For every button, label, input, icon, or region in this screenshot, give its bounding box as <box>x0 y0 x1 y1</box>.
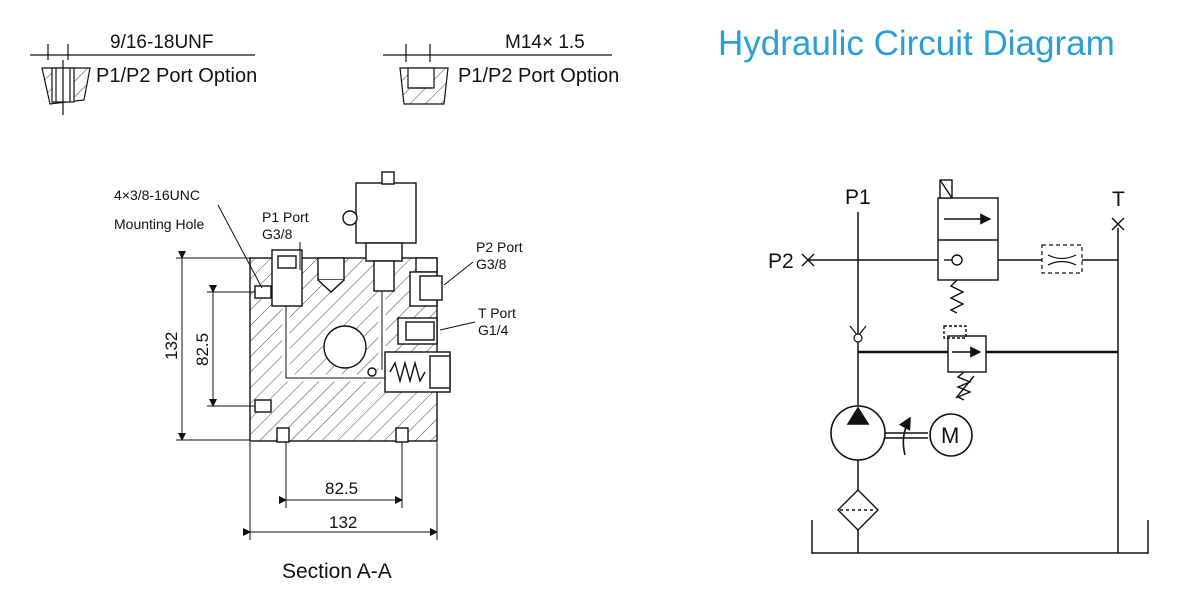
solenoid-coil <box>342 171 417 292</box>
dim-width-inner: 82.5 <box>325 479 358 498</box>
dimension-lines <box>176 204 476 540</box>
port-option-left-label: P1/P2 Port Option <box>96 65 257 87</box>
pump-icon <box>830 405 928 461</box>
p2-port-size: G3/8 <box>476 256 507 272</box>
dim-height-outer: 132 <box>162 332 181 360</box>
section-caption: Section A-A <box>282 560 392 583</box>
section-block <box>249 249 451 443</box>
motor-icon <box>929 413 973 457</box>
p2-port-name: P2 Port <box>476 239 523 255</box>
port-option-right-thread: M14× 1.5 <box>505 32 585 53</box>
dim-height-inner: 82.5 <box>193 333 212 366</box>
solenoid-valve-icon <box>937 179 999 314</box>
port-option-left <box>30 44 255 115</box>
t-port-size: G1/4 <box>478 322 509 338</box>
filter-icon <box>837 489 879 531</box>
page-title: Hydraulic Circuit Diagram <box>718 24 1115 63</box>
circuit-label-p2: P2 <box>768 250 794 273</box>
relief-valve-icon <box>943 325 987 401</box>
check-valve-icon <box>849 325 867 343</box>
dim-width-outer: 132 <box>329 513 357 532</box>
circuit-label-t: T <box>1112 188 1125 211</box>
motor-label: M <box>941 423 959 448</box>
port-option-left-thread: 9/16-18UNF <box>110 32 214 53</box>
mounting-hole-spec: 4×3/8-16UNC <box>114 187 200 203</box>
mounting-hole-label: Mounting Hole <box>114 216 204 232</box>
t-port-name: T Port <box>478 305 516 321</box>
port-option-right-label: P1/P2 Port Option <box>458 65 619 87</box>
circuit-label-p1: P1 <box>845 186 871 209</box>
port-option-right <box>383 44 612 105</box>
p1-port-size: G3/8 <box>262 226 293 242</box>
flow-restrictor-icon <box>1041 244 1083 274</box>
p1-port-name: P1 Port <box>262 209 309 225</box>
port-markers <box>801 217 1125 267</box>
